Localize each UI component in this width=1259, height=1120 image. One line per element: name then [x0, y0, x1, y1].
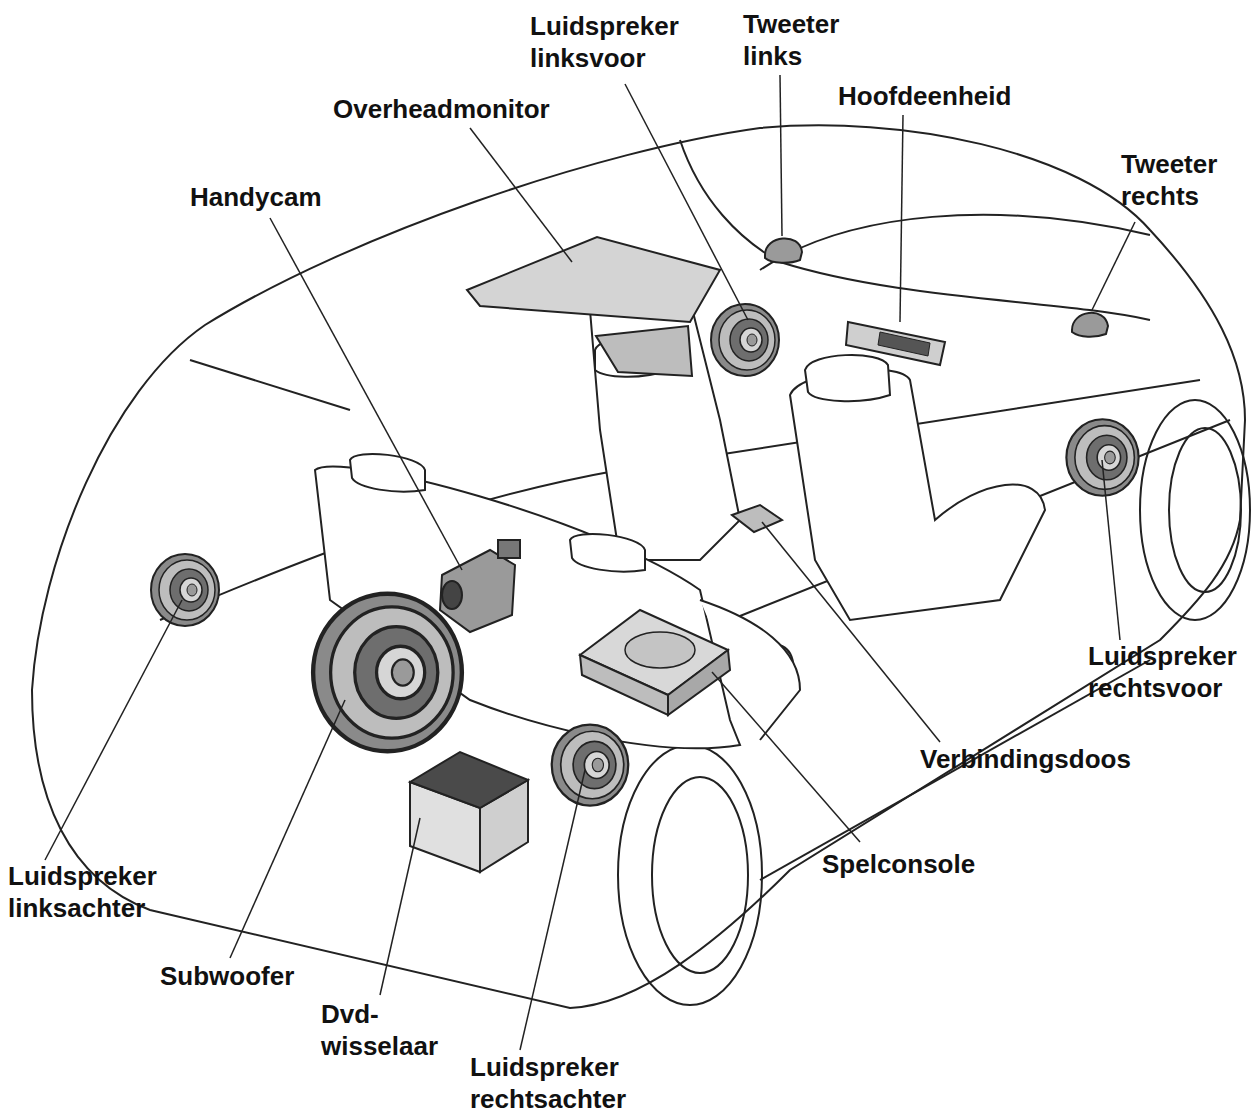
leader-line [625, 84, 748, 320]
camera-viewfinder [498, 540, 520, 558]
speaker-rear-left [151, 554, 219, 626]
camera-lens [442, 581, 462, 609]
leader-line [270, 218, 462, 570]
car-outline [32, 125, 1245, 1008]
overhead-monitor [467, 237, 720, 376]
part-label: Overheadmonitor [333, 93, 573, 125]
dvd-top [410, 752, 528, 808]
part-label: Dvd- wisselaar [321, 998, 446, 1062]
tweeter-right [1072, 313, 1108, 337]
part-label: Spelconsole [822, 848, 1002, 880]
part-label: Luidspreker rechtsachter [470, 1051, 635, 1115]
side-line [190, 360, 350, 410]
part-label: Hoofdeenheid [838, 80, 1038, 112]
tweeters [765, 238, 1108, 336]
tweeter-left [765, 238, 802, 262]
rear-wheel [618, 745, 762, 1005]
junction-box [732, 505, 782, 532]
leader-line [470, 128, 572, 262]
game-console [580, 610, 730, 715]
roof-line [680, 140, 1150, 320]
front-wheel [1140, 400, 1250, 620]
speakers [151, 304, 1139, 806]
front-right-headrest [805, 355, 890, 401]
leader-line [1092, 222, 1135, 310]
console-disc-lid [625, 632, 695, 668]
leader-line [712, 672, 860, 842]
car-body [32, 125, 1250, 1008]
dvd-changer [410, 752, 528, 872]
part-label: Handycam [190, 181, 350, 213]
part-label: Luidspreker linksachter [8, 860, 173, 924]
windshield-line [760, 215, 1150, 270]
rear-headrest-right [570, 534, 645, 572]
leader-line [230, 700, 345, 958]
head-unit-body [846, 322, 945, 365]
part-label: Tweeter links [743, 8, 853, 72]
front-right-seat [790, 369, 1045, 620]
leader-line [780, 75, 782, 236]
monitor-screen [596, 326, 692, 376]
leader-line [45, 600, 182, 860]
leader-line [380, 818, 420, 995]
subwoofer [313, 594, 462, 752]
camera-body [440, 550, 515, 632]
head-unit [846, 322, 945, 365]
part-label: Tweeter rechts [1121, 148, 1231, 212]
part-label: Luidspreker linksvoor [530, 10, 695, 74]
part-label: Subwoofer [160, 960, 320, 992]
monitor-lid [467, 237, 720, 322]
head-unit-display [878, 332, 930, 356]
part-label: Luidspreker rechtsvoor [1088, 640, 1253, 704]
front-wheel-inner [1169, 428, 1241, 592]
leader-line [900, 115, 903, 322]
part-label: Verbindingsdoos [920, 743, 1150, 775]
speaker-rear-right [552, 725, 629, 806]
leader-lines [45, 75, 1135, 1050]
leader-line [1102, 460, 1120, 640]
handycam [440, 540, 520, 632]
rear-wheel-inner [652, 777, 748, 973]
speaker-front-right [1066, 419, 1138, 496]
leader-line [520, 770, 585, 1050]
rear-headrest-left [350, 454, 425, 492]
leader-line [762, 522, 940, 742]
